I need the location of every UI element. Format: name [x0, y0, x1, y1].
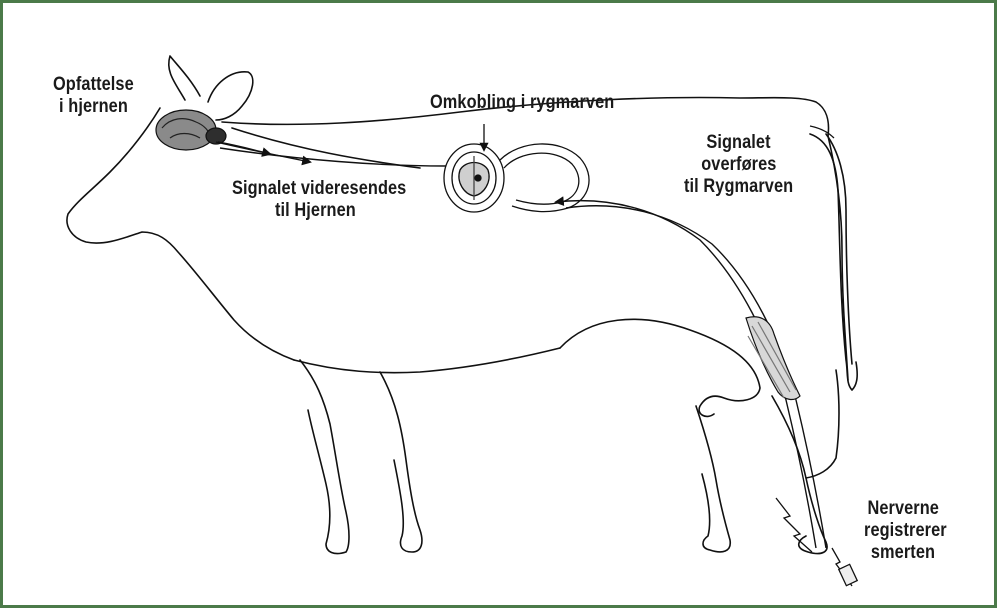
- label-forward-to-brain: Signalet videresendes til Hjernen: [232, 178, 406, 222]
- label-forward-line1: Signalet videresendes: [232, 178, 406, 200]
- label-brain-perception: Opfattelse i hjernen: [53, 74, 134, 118]
- front-leg-right: [380, 372, 422, 552]
- label-nerves-register: Nerverne registrerer smerten: [864, 498, 947, 564]
- label-to-spinal-line1: Signalet: [684, 132, 793, 154]
- lightning-bolt-icon: [776, 498, 857, 586]
- udder: [560, 319, 760, 416]
- label-forward-line2: til Hjernen: [232, 200, 406, 222]
- label-brain-line2: i hjernen: [53, 96, 134, 118]
- tail: [810, 134, 857, 390]
- label-spinal-switch-line1: Omkobling i rygmarven: [430, 92, 614, 114]
- brain-icon: [156, 110, 226, 150]
- ear: [208, 72, 253, 120]
- label-brain-line1: Opfattelse: [53, 74, 134, 96]
- label-nerves-line2: registrerer: [864, 520, 947, 542]
- hind-leg-left: [696, 406, 730, 552]
- horn: [169, 56, 200, 100]
- front-leg-left: [300, 360, 349, 554]
- label-spinal-switch: Omkobling i rygmarven: [430, 92, 614, 114]
- label-nerves-line3: smerten: [864, 542, 947, 564]
- label-to-spinal-cord: Signalet overføres til Rygmarven: [684, 132, 793, 198]
- label-to-spinal-line2: overføres: [684, 154, 793, 176]
- spinal-cord-cross-section-icon: [444, 144, 589, 212]
- belly: [294, 348, 560, 373]
- label-nerves-line1: Nerverne: [864, 498, 947, 520]
- leg-muscle-icon: [746, 317, 800, 400]
- label-to-spinal-line3: til Rygmarven: [684, 176, 793, 198]
